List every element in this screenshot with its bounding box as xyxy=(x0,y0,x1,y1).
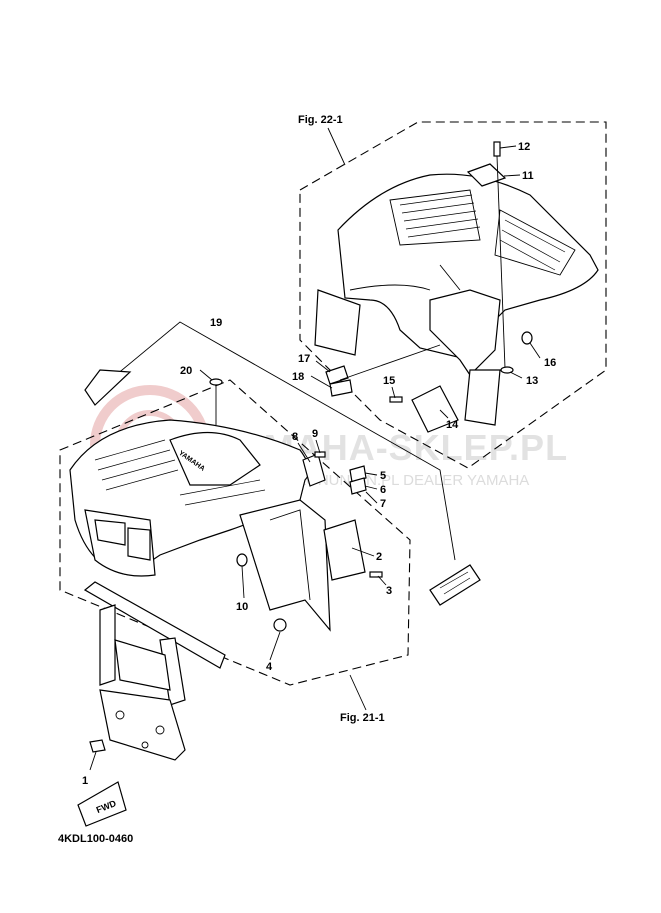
callout-6: 6 xyxy=(380,484,386,496)
part-12-bolt xyxy=(493,141,501,157)
callout-15: 15 xyxy=(383,375,395,387)
callout-18: 18 xyxy=(292,371,304,383)
fig-ref-rear: Fig. 22-1 xyxy=(298,114,343,126)
callout-11: 11 xyxy=(522,170,534,182)
callout-7: 7 xyxy=(380,498,386,510)
callout-20: 20 xyxy=(180,365,192,377)
callout-12: 12 xyxy=(518,141,530,153)
front-bumper xyxy=(83,581,226,761)
callout-2: 2 xyxy=(376,551,382,563)
fwd-arrow: FWD xyxy=(77,781,127,827)
callout-4: 4 xyxy=(266,661,273,673)
part-19-decal-b xyxy=(429,564,481,606)
callout-13: 13 xyxy=(526,375,538,387)
front-group-boundary xyxy=(59,379,411,686)
part-3-screw xyxy=(369,571,383,578)
part-6-cushion xyxy=(349,477,367,495)
callout-3: 3 xyxy=(386,585,392,597)
part-10-grommet xyxy=(236,553,248,567)
rear-fender xyxy=(314,173,599,426)
part-1-clip xyxy=(89,739,106,753)
part-2-plate xyxy=(323,519,366,581)
callout-14: 14 xyxy=(446,419,459,431)
callout-19: 19 xyxy=(210,317,222,329)
diagram-code: 4KDL100-0460 xyxy=(58,833,133,845)
fig-ref-front: Fig. 21-1 xyxy=(340,712,385,724)
callout-10: 10 xyxy=(236,601,248,613)
part-15-screw xyxy=(389,396,403,403)
callout-17: 17 xyxy=(298,353,310,365)
front-fender: YAMAHA xyxy=(69,419,331,632)
part-19-decal-a xyxy=(84,369,132,406)
callout-5: 5 xyxy=(380,470,386,482)
callout-1: 1 xyxy=(82,775,88,787)
callout-16: 16 xyxy=(544,357,556,369)
part-11-pad xyxy=(466,163,507,187)
part-8-plate xyxy=(302,453,326,487)
part-16-grommet xyxy=(521,331,533,345)
part-13-washer xyxy=(500,366,514,374)
callout-9: 9 xyxy=(312,428,318,440)
callout-8: 8 xyxy=(292,431,298,443)
part-4-washer xyxy=(273,618,287,632)
part-14-plate xyxy=(411,385,459,433)
part-18-reflector xyxy=(329,379,353,397)
